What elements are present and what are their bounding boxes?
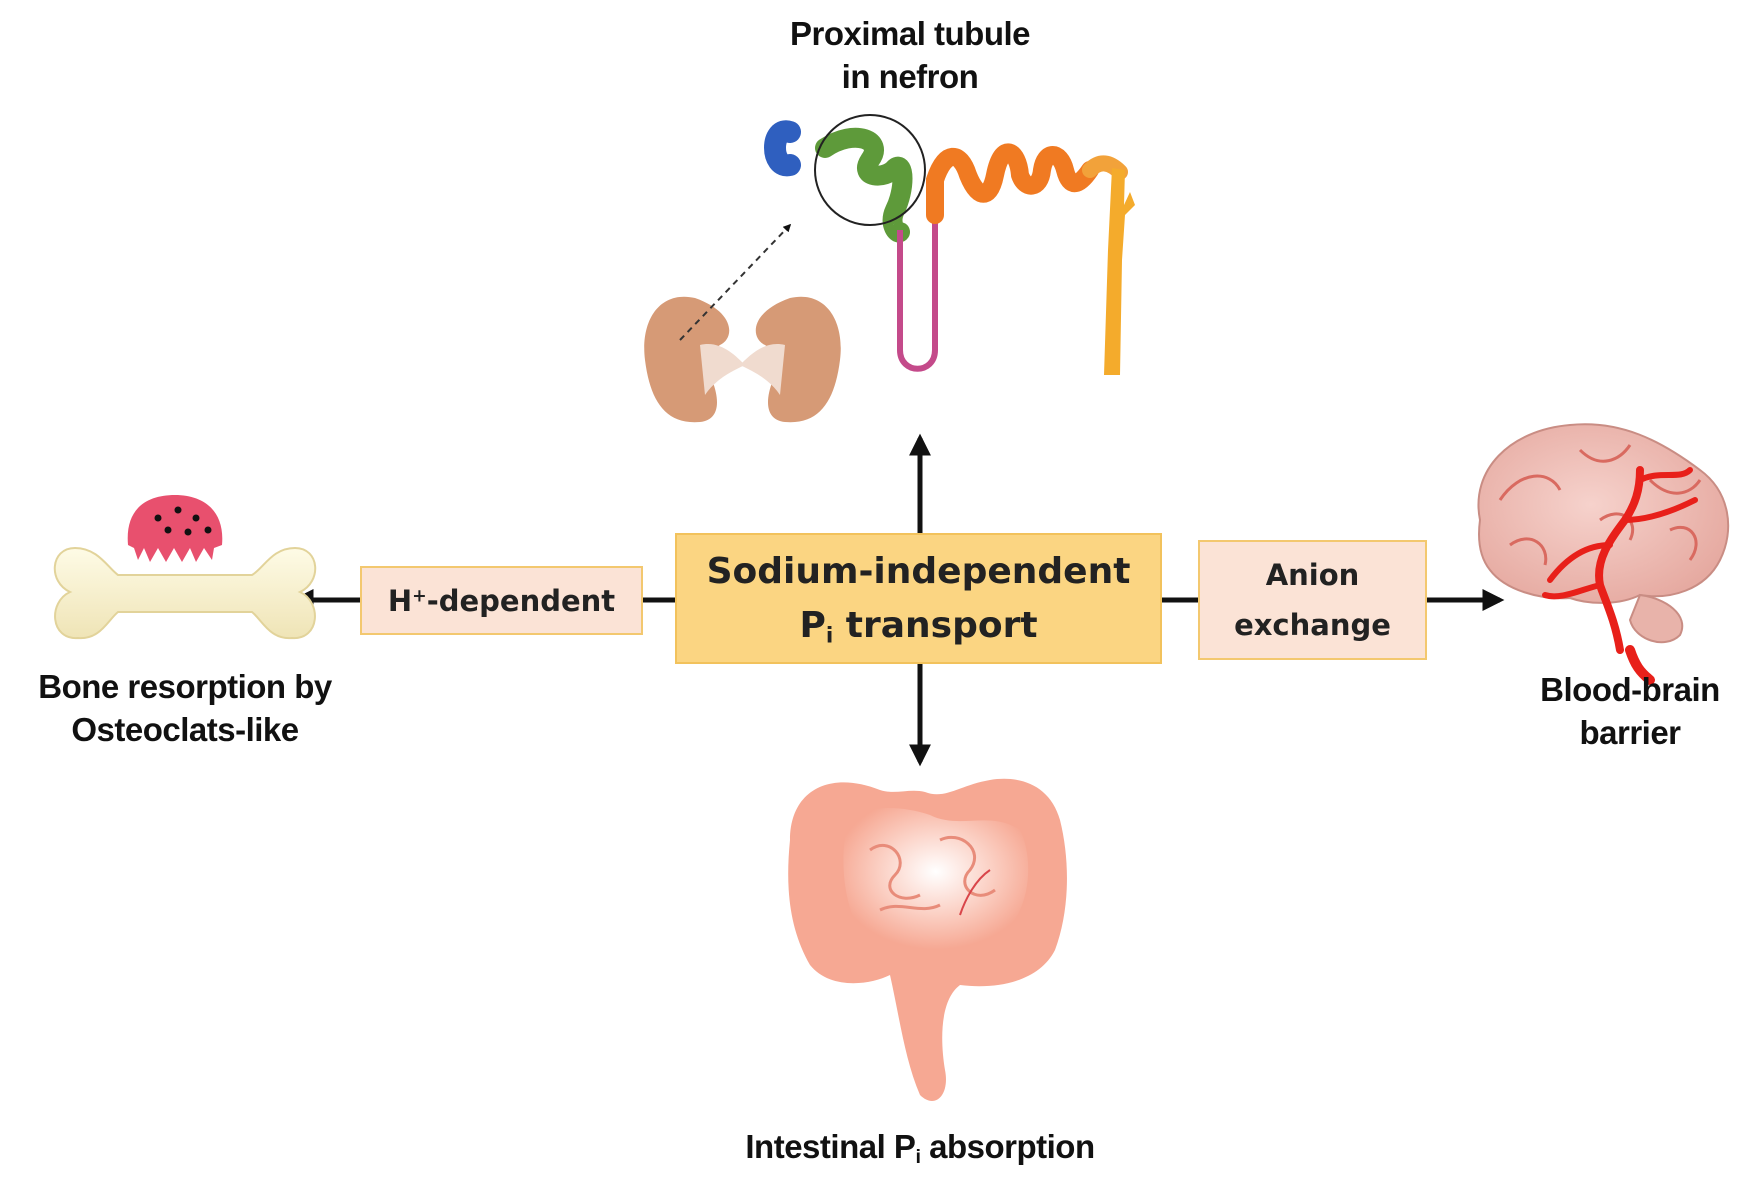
central-line1: Sodium-independent xyxy=(706,550,1131,592)
anion-line2: exchange xyxy=(1234,608,1391,642)
intestine-icon xyxy=(788,778,1067,1101)
anion-line1: Anion xyxy=(1265,558,1360,592)
brain-icon xyxy=(1477,423,1730,685)
central-line2: Pi transport xyxy=(799,604,1038,648)
h-dependent-text: H+-dependent xyxy=(387,583,616,618)
kidney-label: Proximal tubule in nefron xyxy=(789,15,1031,95)
h-dependent-node: H+-dependent xyxy=(360,566,643,635)
brain-label: Blood-brain barrier xyxy=(1540,671,1720,751)
anion-exchange-node: Anion exchange xyxy=(1198,540,1427,660)
central-node: Sodium-independent Pi transport xyxy=(675,533,1162,664)
bone-icon xyxy=(53,546,317,640)
osteoclast-icon xyxy=(127,495,223,562)
nephron-icon xyxy=(764,114,1135,375)
bone-label: Bone resorption by Osteoclats-like xyxy=(38,668,332,748)
intestine-label: Intestinal Pi absorption xyxy=(745,1128,1095,1168)
kidney-icon xyxy=(644,223,841,423)
